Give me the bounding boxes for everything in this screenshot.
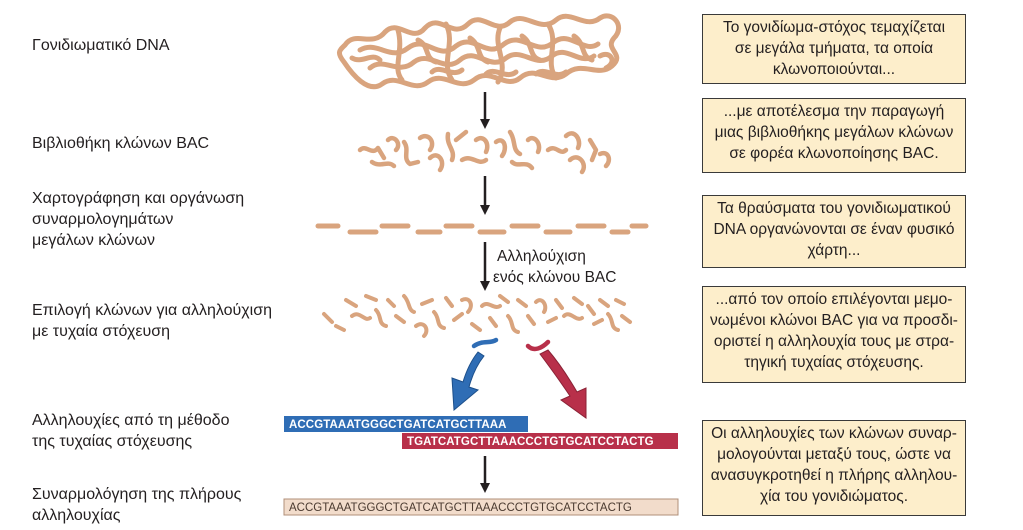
- box1-line1: Το γονιδίωμα-στόχος τεμαχίζεται: [722, 19, 946, 36]
- box4-line1: ...από τον οποίο επιλέγονται μεμο-: [715, 291, 953, 308]
- full-sequence-text: ACCGTAAATGGGCTGATCATGCTTAAACCCTGTGCATCCT…: [289, 502, 632, 514]
- label-selection-line1: Επιλογή κλώνων για αλληλούχιση: [32, 302, 272, 319]
- label-mapping-line2: συναρμολογημάτων: [32, 211, 174, 228]
- box2-line1: ...με αποτέλεσμα την παραγωγή: [723, 103, 945, 120]
- label-mapping: Χαρτογράφηση και οργάνωση συναρμολογημάτ…: [32, 188, 244, 251]
- box4-line2: νωμένοι κλώνοι BAC για να προσδι-: [710, 312, 958, 329]
- blue-sequence-bar: [284, 416, 528, 432]
- red-sequence-bar: [402, 433, 678, 449]
- box5-line3: ανασυγκροτηθεί η πλήρης αλληλου-: [710, 467, 958, 484]
- box3-line3: χάρτη...: [807, 242, 861, 259]
- explanation-box-3: Τα θραύσματα του γονιδιωματικού DNA οργα…: [702, 195, 966, 268]
- label-shotgun-line1: Αλληλουχίες από τη μέθοδο: [32, 412, 230, 429]
- selected-clone-fragments: [322, 294, 632, 338]
- box5-line2: μολογούνται μεταξύ τους, ώστε να: [717, 446, 951, 463]
- explanation-box-4: ...από τον οποίο επιλέγονται μεμο- νωμέν…: [702, 286, 966, 383]
- label-bac-library: Βιβλιοθήκη κλώνων BAC: [32, 135, 210, 152]
- explanation-box-5: Οι αλληλουχίες των κλώνων συναρ- μολογού…: [702, 420, 966, 516]
- arrow-label-line2: ενός κλώνου BAC: [493, 269, 617, 286]
- label-assembly: Συναρμολόγηση της πλήρους αλληλουχίας: [32, 484, 241, 526]
- box2-line2: μιας βιβλιοθήκης μεγάλων κλώνων: [714, 124, 954, 141]
- box5-line1: Οι αλληλουχίες των κλώνων συναρ-: [711, 425, 957, 442]
- bac-library-fragments: [357, 129, 612, 175]
- red-arrow: [539, 349, 587, 419]
- box2-line3: σε φορέα κλωνοποίησης BAC.: [729, 145, 939, 162]
- explanation-box-1: Το γονιδίωμα-στόχος τεμαχίζεται σε μεγάλ…: [702, 14, 966, 84]
- box4-line3: οριστεί η αλληλουχία τους με στρα-: [713, 333, 955, 350]
- blue-sequence-text: ACCGTAAATGGGCTGATCATGCTTAAA: [289, 419, 507, 431]
- label-shotgun: Αλληλουχίες από τη μέθοδο της τυχαίας στ…: [32, 410, 229, 452]
- blue-arrow: [451, 351, 485, 412]
- label-mapping-line1: Χαρτογράφηση και οργάνωση: [32, 190, 245, 207]
- arrow-label-line1: Αλληλούχιση: [497, 248, 586, 265]
- box5-line4: χία του γονιδιώματος.: [759, 488, 909, 505]
- box1-line3: κλωνοποιούνται...: [772, 61, 896, 78]
- arrow-label: Αλληλούχιση ενός κλώνου BAC: [493, 246, 616, 288]
- label-selection: Επιλογή κλώνων για αλληλούχιση με τυχαία…: [32, 300, 272, 342]
- full-sequence-bar: [283, 498, 679, 516]
- red-clone-segment: [525, 339, 551, 352]
- box3-line2: DNA οργανώνονται σε έναν φυσικό: [713, 221, 955, 238]
- label-genomic-dna: Γονιδιωματικό DNA: [32, 37, 170, 54]
- label-assembly-line2: αλληλουχίας: [32, 507, 121, 524]
- label-assembly-line1: Συναρμολόγηση της πλήρους: [32, 486, 242, 503]
- label-mapping-line3: μεγάλων κλώνων: [32, 232, 156, 249]
- explanation-box-2: ...με αποτέλεσμα την παραγωγή μιας βιβλι…: [702, 98, 966, 173]
- label-selection-line2: με τυχαία στόχευση: [32, 323, 171, 340]
- box1-line2: σε μεγάλα τμήματα, τα οποία: [734, 40, 934, 57]
- box3-line1: Τα θραύσματα του γονιδιωματικού: [717, 200, 951, 217]
- mapped-clones: [315, 223, 649, 235]
- label-shotgun-line2: της τυχαίας στόχευσης: [32, 433, 193, 450]
- box4-line4: τηγική τυχαίας στόχευσης.: [744, 354, 924, 371]
- genomic-dna-tangle: [336, 13, 622, 89]
- red-sequence-text: TGATCATGCTTAAACCCTGTGCATCCTACTG: [407, 436, 654, 448]
- blue-clone-segment: [471, 337, 499, 349]
